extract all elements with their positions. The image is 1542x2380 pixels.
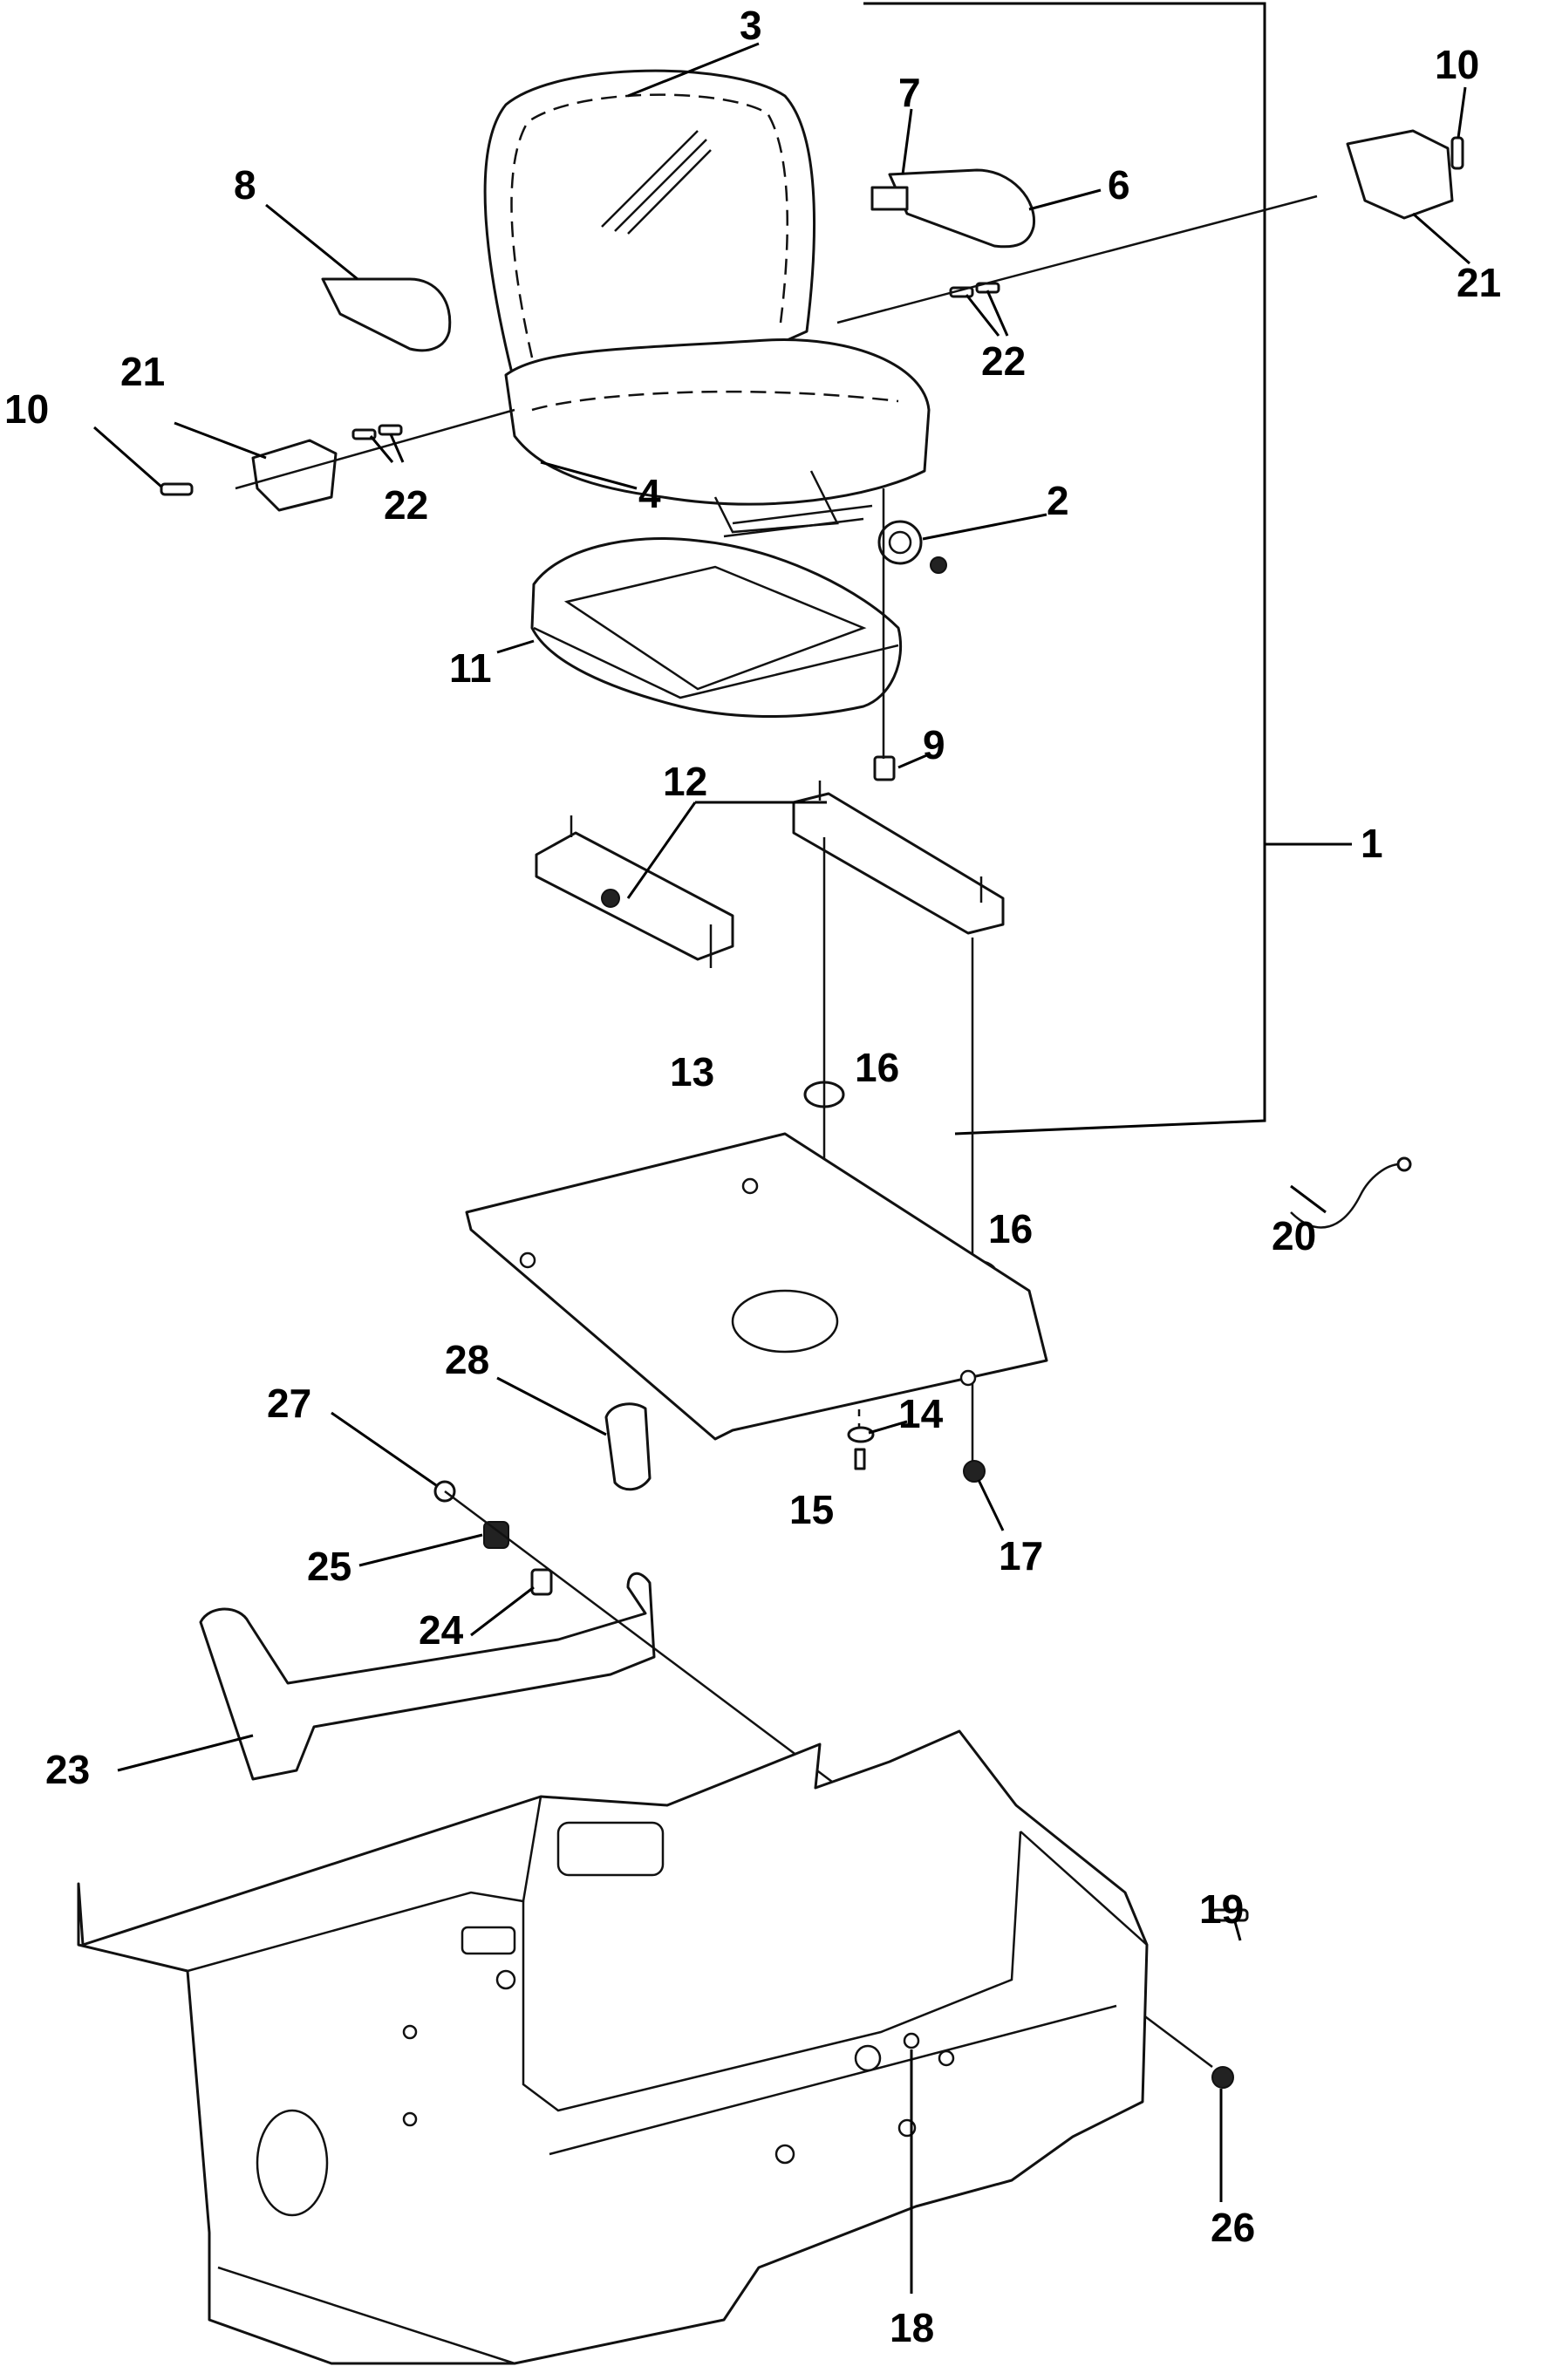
bracket-7: [870, 186, 909, 211]
callout-16-upper: 16: [855, 1045, 899, 1090]
callout-2: 2: [1047, 478, 1069, 523]
bolt-10-left: [160, 482, 194, 496]
callout-12: 12: [663, 759, 707, 804]
seat-mounting-plate: [465, 1132, 1048, 1441]
attach-line-right: [836, 194, 1318, 324]
clip-14: [847, 1426, 875, 1443]
bolt-10-right: [1450, 136, 1464, 170]
callout-7: 7: [898, 70, 921, 115]
callout-23: 23: [45, 1747, 90, 1792]
callout-leaders: [93, 42, 1470, 2294]
callout-10-left: 10: [4, 386, 49, 432]
adjustment-knob: [877, 520, 947, 574]
callout-22-left: 22: [384, 482, 428, 528]
wire-harness: [1290, 1156, 1412, 1229]
seat-latch-lever: [199, 1572, 656, 1781]
bolt-19: [1211, 1908, 1249, 1922]
screw-15: [854, 1448, 866, 1470]
callout-11: 11: [449, 645, 492, 691]
armrest-6: [888, 168, 1036, 249]
slide-rail-right: [792, 781, 1005, 935]
callout-3: 3: [740, 3, 762, 48]
callout-16-lower: 16: [988, 1206, 1033, 1251]
callout-19: 19: [1199, 1886, 1244, 1932]
callout-21-right: 21: [1457, 260, 1501, 305]
callout-27: 27: [267, 1381, 311, 1426]
callout-13: 13: [670, 1049, 714, 1095]
callout-9: 9: [923, 722, 945, 767]
cap-28: [604, 1402, 652, 1491]
seat-back: [483, 69, 816, 385]
callout-1: 1: [1361, 821, 1383, 866]
callout-24: 24: [419, 1607, 464, 1653]
main-frame: [77, 1729, 1149, 2365]
callout-21-left: 21: [120, 349, 165, 394]
spacer-24: [530, 1568, 553, 1596]
slide-rail-left: [535, 815, 734, 968]
attach-line-left: [235, 408, 515, 490]
latch-plate-left: [251, 439, 338, 512]
spring-25: [483, 1521, 509, 1549]
callout-14: 14: [898, 1391, 944, 1436]
callout-22-right: 22: [981, 338, 1026, 384]
seat-suspension-base: [530, 537, 903, 719]
callout-25: 25: [307, 1544, 351, 1589]
clip-part: [873, 755, 896, 781]
seat-cushion: [504, 338, 931, 538]
callout-10-right: 10: [1435, 42, 1479, 87]
callout-15: 15: [789, 1487, 834, 1532]
pins-22-left: [351, 424, 403, 440]
callout-8: 8: [234, 162, 256, 208]
callout-17: 17: [999, 1533, 1043, 1579]
assembly-bracket: [863, 2, 1352, 1135]
callout-28: 28: [445, 1337, 489, 1382]
callout-4: 4: [638, 471, 661, 516]
callout-18: 18: [890, 2305, 934, 2350]
armrest-8: [321, 277, 452, 352]
callout-6: 6: [1108, 162, 1130, 208]
fastener-18: [903, 2032, 920, 2049]
nut-17: [963, 1460, 986, 1483]
callout-20: 20: [1272, 1213, 1316, 1258]
bolt-26: [1211, 2066, 1234, 2089]
callout-26: 26: [1211, 2205, 1255, 2250]
latch-plate-right: [1346, 129, 1454, 220]
